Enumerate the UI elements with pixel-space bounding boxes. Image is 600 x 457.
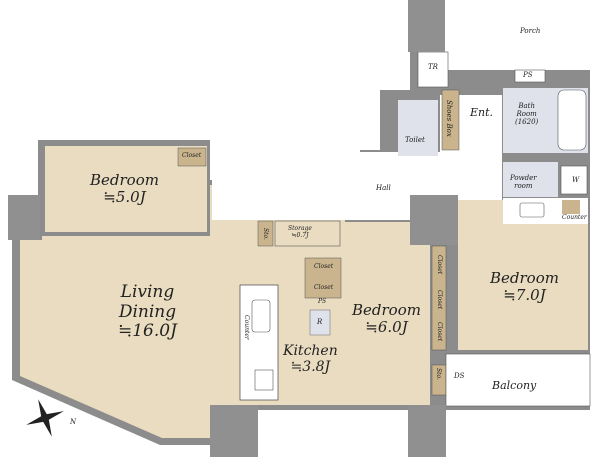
kitchen-name: Kitchen <box>283 343 338 359</box>
porch-label: Porch <box>520 27 541 35</box>
living-name: Living <box>120 282 175 302</box>
toilet-label: Toilet <box>405 136 425 144</box>
bath-size: (1620) <box>515 118 539 127</box>
bedroom1-size: ≒5.0J <box>103 188 146 207</box>
closet-k2-label: Closet <box>314 284 334 291</box>
bath-name2: Room <box>516 110 537 119</box>
tr-label: TR <box>428 63 438 71</box>
hall-label: Hall <box>376 184 391 192</box>
living-dining-label: Living Dining ≒16.0J <box>118 282 177 342</box>
column <box>408 405 446 457</box>
bedroom1-label: Bedroom ≒5.0J <box>90 171 159 207</box>
bath-label: Bath Room (1620) <box>515 102 538 126</box>
dining-name: Dining <box>118 301 177 322</box>
bedroom3-label: Bedroom ≒7.0J <box>490 269 559 305</box>
bedroom2-name: Bedroom <box>352 301 421 319</box>
balcony-label: Balcony <box>492 379 537 392</box>
kitchen-label: Kitchen ≒3.8J <box>283 343 338 375</box>
ds-label: DS <box>454 372 465 380</box>
sto1-label: Sto. <box>261 228 269 240</box>
kitchen-counter <box>239 284 279 401</box>
compass-north-label: N <box>70 418 77 426</box>
counter-kitchen-label: Counter <box>242 315 250 340</box>
storage-name: Storage <box>288 225 312 232</box>
closet-k1-label: Closet <box>314 263 334 270</box>
bedroom1-closet <box>177 147 207 167</box>
kitchen-size: ≒3.8J <box>290 359 331 376</box>
powder-floor <box>503 162 558 197</box>
storage-label: Storage ≒0.7J <box>288 225 312 240</box>
bedroom2-size: ≒6.0J <box>365 318 408 337</box>
bedroom3-floor <box>458 200 588 350</box>
bedroom2-label: Bedroom ≒6.0J <box>352 301 421 337</box>
ps-top-label: PS <box>523 71 533 79</box>
bedroom1-name: Bedroom <box>90 171 159 189</box>
bedroom3-name: Bedroom <box>490 269 559 287</box>
powder-label: Powder room <box>510 174 537 190</box>
storage-size: ≒0.7J <box>291 231 309 239</box>
balcony-floor <box>445 353 591 407</box>
bedroom2-floor <box>345 222 430 405</box>
closet1-label: Closet <box>182 152 202 159</box>
washer-label: W <box>572 176 580 184</box>
ps-kitchen-label: PS <box>318 298 327 305</box>
sto2-label: Sto. <box>434 368 442 380</box>
shoes-box-label: Shoes Box <box>445 100 454 137</box>
entrance-label: Ent. <box>470 106 494 119</box>
compass-icon <box>26 399 64 437</box>
column <box>210 405 258 457</box>
living-size: ≒16.0J <box>118 321 177 342</box>
column <box>408 0 445 52</box>
powder-name: Powder <box>510 174 537 182</box>
fridge-label: R <box>317 318 323 326</box>
toilet-floor <box>398 100 438 156</box>
closet-b3c-label: Closet <box>435 322 443 342</box>
bath-name: Bath <box>518 102 535 110</box>
closet-b3a-label: Closet <box>435 255 443 275</box>
porch-floor <box>447 0 590 68</box>
column <box>8 195 40 240</box>
closet-b3b-label: Closet <box>435 290 443 310</box>
bedroom3-size: ≒7.0J <box>503 286 546 305</box>
column <box>410 195 458 245</box>
storage-floor <box>274 220 341 247</box>
powder-name2: room <box>514 182 533 191</box>
counter-right-label: Counter <box>562 214 587 221</box>
